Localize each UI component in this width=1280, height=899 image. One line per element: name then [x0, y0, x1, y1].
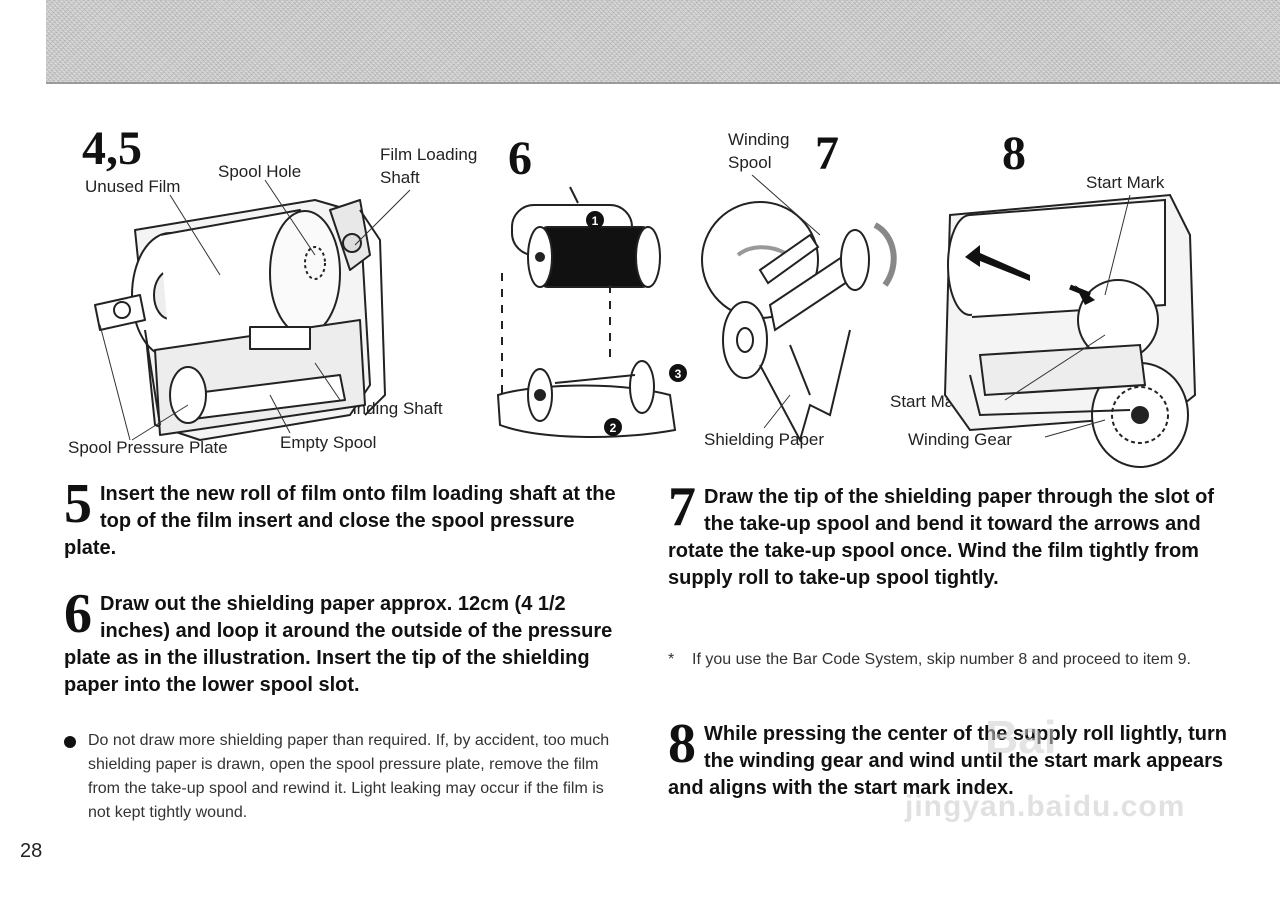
figure-7: Winding Spool 7 Shielding Paper — [690, 95, 910, 475]
bullet-note-text: Do not draw more shielding paper than re… — [88, 732, 610, 821]
marker-2-label: 2 — [610, 421, 617, 435]
label-film-loading-shaft-2: Shaft — [380, 168, 420, 187]
label-unused-film: Unused Film — [85, 177, 181, 196]
figure-6: 6 1 2 3 — [470, 95, 710, 475]
figure-number: 4,5 — [82, 122, 142, 175]
label-winding-spool-1: Winding — [728, 130, 790, 149]
step-8: 8 While pressing the center of the suppl… — [668, 713, 1228, 802]
step-text: Insert the new roll of film onto film lo… — [64, 483, 616, 559]
asterisk-note: * If you use the Bar Code System, skip n… — [668, 648, 1212, 672]
film-insert-illustration — [94, 179, 411, 441]
step-text: Draw out the shielding paper approx. 12c… — [64, 593, 613, 696]
label-empty-spool: Empty Spool — [280, 433, 377, 452]
marker-1 — [586, 211, 604, 229]
marker-3-label: 3 — [675, 367, 682, 381]
figure-8: 8 Start Mark Start Mark Index Winding Ge… — [890, 95, 1280, 475]
start-mark-illustration — [943, 193, 1197, 468]
header-texture-band — [46, 0, 1280, 84]
step-text: Draw the tip of the shielding paper thro… — [668, 486, 1214, 589]
step-7: 7 Draw the tip of the shielding paper th… — [668, 476, 1228, 592]
figure-number: 8 — [1002, 127, 1026, 180]
marker-2 — [604, 418, 622, 436]
step-6: 6 Draw out the shielding paper approx. 1… — [64, 583, 619, 699]
marker-1-label: 1 — [592, 214, 599, 228]
figure-4-5: 4,5 Unused Film Spool Hole Film Loading … — [60, 95, 500, 475]
step-text: While pressing the center of the supply … — [668, 723, 1228, 799]
watermark-logo: Bai — [985, 711, 1057, 763]
asterisk-icon: * — [668, 651, 675, 668]
take-up-spool-illustration — [701, 174, 897, 443]
label-start-mark: Start Mark — [1086, 173, 1165, 192]
label-spool-hole: Spool Hole — [218, 162, 302, 181]
step-5: 5 Insert the new roll of film onto film … — [64, 473, 624, 562]
step-number: 8 — [668, 713, 696, 775]
label-shielding-paper: Shielding Paper — [704, 430, 825, 449]
step-number: 7 — [668, 476, 696, 538]
shielding-paper-illustration: 1 2 3 — [496, 186, 687, 438]
label-film-loading-shaft-1: Film Loading — [380, 145, 478, 164]
label-spool-pressure-plate: Spool Pressure Plate — [68, 438, 228, 457]
figure-number: 6 — [508, 132, 532, 185]
label-winding-spool-2: Spool — [728, 153, 772, 172]
marker-3 — [669, 364, 687, 382]
bullet-icon — [64, 736, 76, 748]
watermark-text: jingyan.baidu.com — [905, 790, 1186, 823]
step-number: 6 — [64, 583, 92, 645]
figure-number: 7 — [815, 127, 839, 180]
label-winding-gear: Winding Gear — [908, 430, 1012, 449]
step-number: 5 — [64, 473, 92, 535]
bullet-note: Do not draw more shielding paper than re… — [64, 729, 618, 825]
page-number: 28 — [20, 840, 43, 862]
asterisk-note-text: If you use the Bar Code System, skip num… — [692, 651, 1191, 668]
